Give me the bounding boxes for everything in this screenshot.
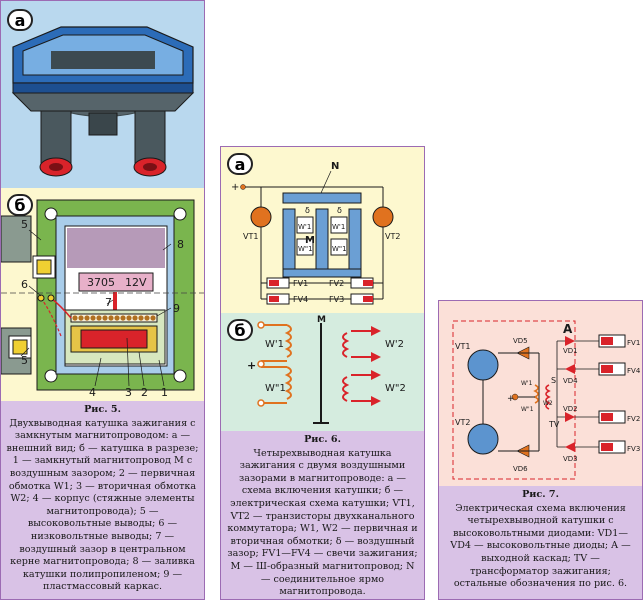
fig5-plate-code: 3705 bbox=[87, 276, 115, 289]
fig5-callout-5-bottom: 5 bbox=[21, 354, 28, 367]
fig7-w1p: W'1 bbox=[521, 380, 533, 387]
fig7-panel: A VT1 VT2 VD5 VD6 VD1 VD4 VD2 VD3 S TV +… bbox=[438, 300, 643, 600]
fig5-callout-5-top: 5 bbox=[21, 218, 28, 231]
fig7-vt2: VT2 bbox=[455, 418, 470, 427]
fig5-caption: Рис. 5. Двухвыводная катушка зажигания с… bbox=[1, 401, 204, 599]
fig6a-vt2: VT2 bbox=[385, 232, 400, 241]
fig6a-w1pp-right: W"1 bbox=[332, 245, 347, 253]
fig7-fv3: FV3 bbox=[627, 445, 640, 453]
fig5-callout-7: 7 bbox=[105, 296, 112, 309]
fig6b-plus: + bbox=[247, 359, 256, 372]
fig5a-exterior-view: а bbox=[1, 1, 204, 188]
fig7-fv1: FV1 bbox=[627, 339, 640, 347]
fig5-callout-1: 1 bbox=[161, 386, 168, 399]
fig7-circuit: A VT1 VT2 VD5 VD6 VD1 VD4 VD2 VD3 S TV +… bbox=[439, 301, 642, 486]
fig7-s: S bbox=[551, 376, 556, 385]
fig5-callout-2: 2 bbox=[141, 386, 148, 399]
fig7-vt1: VT1 bbox=[455, 342, 470, 351]
fig5-callout-3: 3 bbox=[125, 386, 132, 399]
fig6a-delta-2: δ bbox=[337, 206, 342, 215]
fig5-label-b: б bbox=[7, 194, 33, 216]
coil-exterior-drawing bbox=[11, 26, 195, 177]
fig7-vd3: VD3 bbox=[563, 455, 578, 463]
fig5-callout-9: 9 bbox=[173, 302, 180, 315]
fig7-caption-text: Электрическая схема включения четырехвыв… bbox=[450, 502, 631, 590]
fig7-vd4: VD4 bbox=[563, 377, 578, 385]
fig6-caption-text: Четырехвыводная катушка зажигания с двум… bbox=[227, 447, 418, 598]
fig6b-schematic: M + W'1 W"1 W'2 W"2 bbox=[247, 315, 406, 424]
fig5-callout-8: 8 bbox=[177, 238, 184, 251]
fig6a-fv4: FV4 bbox=[293, 295, 308, 304]
fig6b-label-m: M bbox=[317, 315, 326, 325]
fig6-caption: Рис. 6. Четырехвыводная катушка зажигани… bbox=[221, 431, 424, 599]
fig6b-w2pp: W"2 bbox=[385, 383, 406, 394]
fig6a-label-n: N bbox=[331, 161, 339, 172]
fig5b-cross-section: 5 6 5 8 7 9 4 3 2 1 3705 12V б bbox=[0, 188, 204, 401]
fig5-caption-title: Рис. 5. bbox=[84, 404, 121, 415]
fig6a-vt1: VT1 bbox=[243, 232, 258, 241]
fig6-label-a: а bbox=[227, 153, 253, 175]
fig7-vd6: VD6 bbox=[513, 465, 528, 473]
fig6-caption-title: Рис. 6. bbox=[304, 434, 341, 445]
fig7-label-A: A bbox=[563, 322, 573, 336]
fig6b-electrical: M + W'1 W"1 W'2 W"2 б bbox=[221, 313, 424, 431]
fig5-callout-4: 4 bbox=[89, 386, 96, 399]
coil-section-drawing: 5 6 5 8 7 9 4 3 2 1 3705 12V bbox=[0, 199, 204, 399]
fig7-w1pp: W"1 bbox=[521, 406, 534, 413]
fig6a-w1p-left: W'1 bbox=[298, 223, 311, 231]
fig6b-w1p: W'1 bbox=[265, 339, 284, 350]
fig5-callout-6: 6 bbox=[21, 278, 28, 291]
fig6a-fv3: FV3 bbox=[329, 295, 344, 304]
fig6b-w2p: W'2 bbox=[385, 339, 404, 350]
fig7-tv: TV bbox=[548, 420, 560, 429]
fig7-caption: Рис. 7. Электрическая схема включения че… bbox=[439, 486, 642, 599]
fig5-plate-voltage: 12V bbox=[125, 276, 147, 289]
fig6a-label-m: M bbox=[305, 235, 315, 246]
fig6a-fv1: FV1 bbox=[293, 279, 308, 288]
fig7-plus: + bbox=[507, 394, 515, 404]
fig6a-schematic: + N δ δ M VT1 VT2 W'1 W"1 W'1 W"1 FV1 FV… bbox=[231, 161, 400, 305]
fig7-vd1: VD1 bbox=[563, 347, 578, 355]
fig6a-fv2: FV2 bbox=[329, 279, 344, 288]
fig6a-delta-1: δ bbox=[305, 206, 310, 215]
fig5-label-a: а bbox=[7, 9, 33, 31]
fig7-w2: W2 bbox=[543, 400, 553, 407]
fig7-schematic: A VT1 VT2 VD5 VD6 VD1 VD4 VD2 VD3 S TV +… bbox=[452, 320, 641, 480]
fig6a-plus: + bbox=[231, 182, 239, 193]
fig7-vd2: VD2 bbox=[563, 405, 578, 413]
fig6b-w1pp: W"1 bbox=[265, 383, 286, 394]
fig6a-w1p-right: W'1 bbox=[332, 223, 345, 231]
fig6a-w1pp-left: W"1 bbox=[298, 245, 313, 253]
fig6-label-b: б bbox=[227, 319, 253, 341]
fig5-caption-text: Двухвыводная катушка зажигания с замкнут… bbox=[6, 417, 199, 593]
fig7-vd5: VD5 bbox=[513, 337, 528, 345]
fig6a-circuit: + N δ δ M VT1 VT2 W'1 W"1 W'1 W"1 FV1 FV… bbox=[221, 147, 424, 313]
fig7-fv4: FV4 bbox=[627, 367, 641, 375]
fig7-caption-title: Рис. 7. bbox=[522, 489, 559, 500]
fig6-panel: + N δ δ M VT1 VT2 W'1 W"1 W'1 W"1 FV1 FV… bbox=[220, 146, 425, 600]
fig7-fv2: FV2 bbox=[627, 415, 640, 423]
fig5-panel: а bbox=[0, 0, 205, 600]
